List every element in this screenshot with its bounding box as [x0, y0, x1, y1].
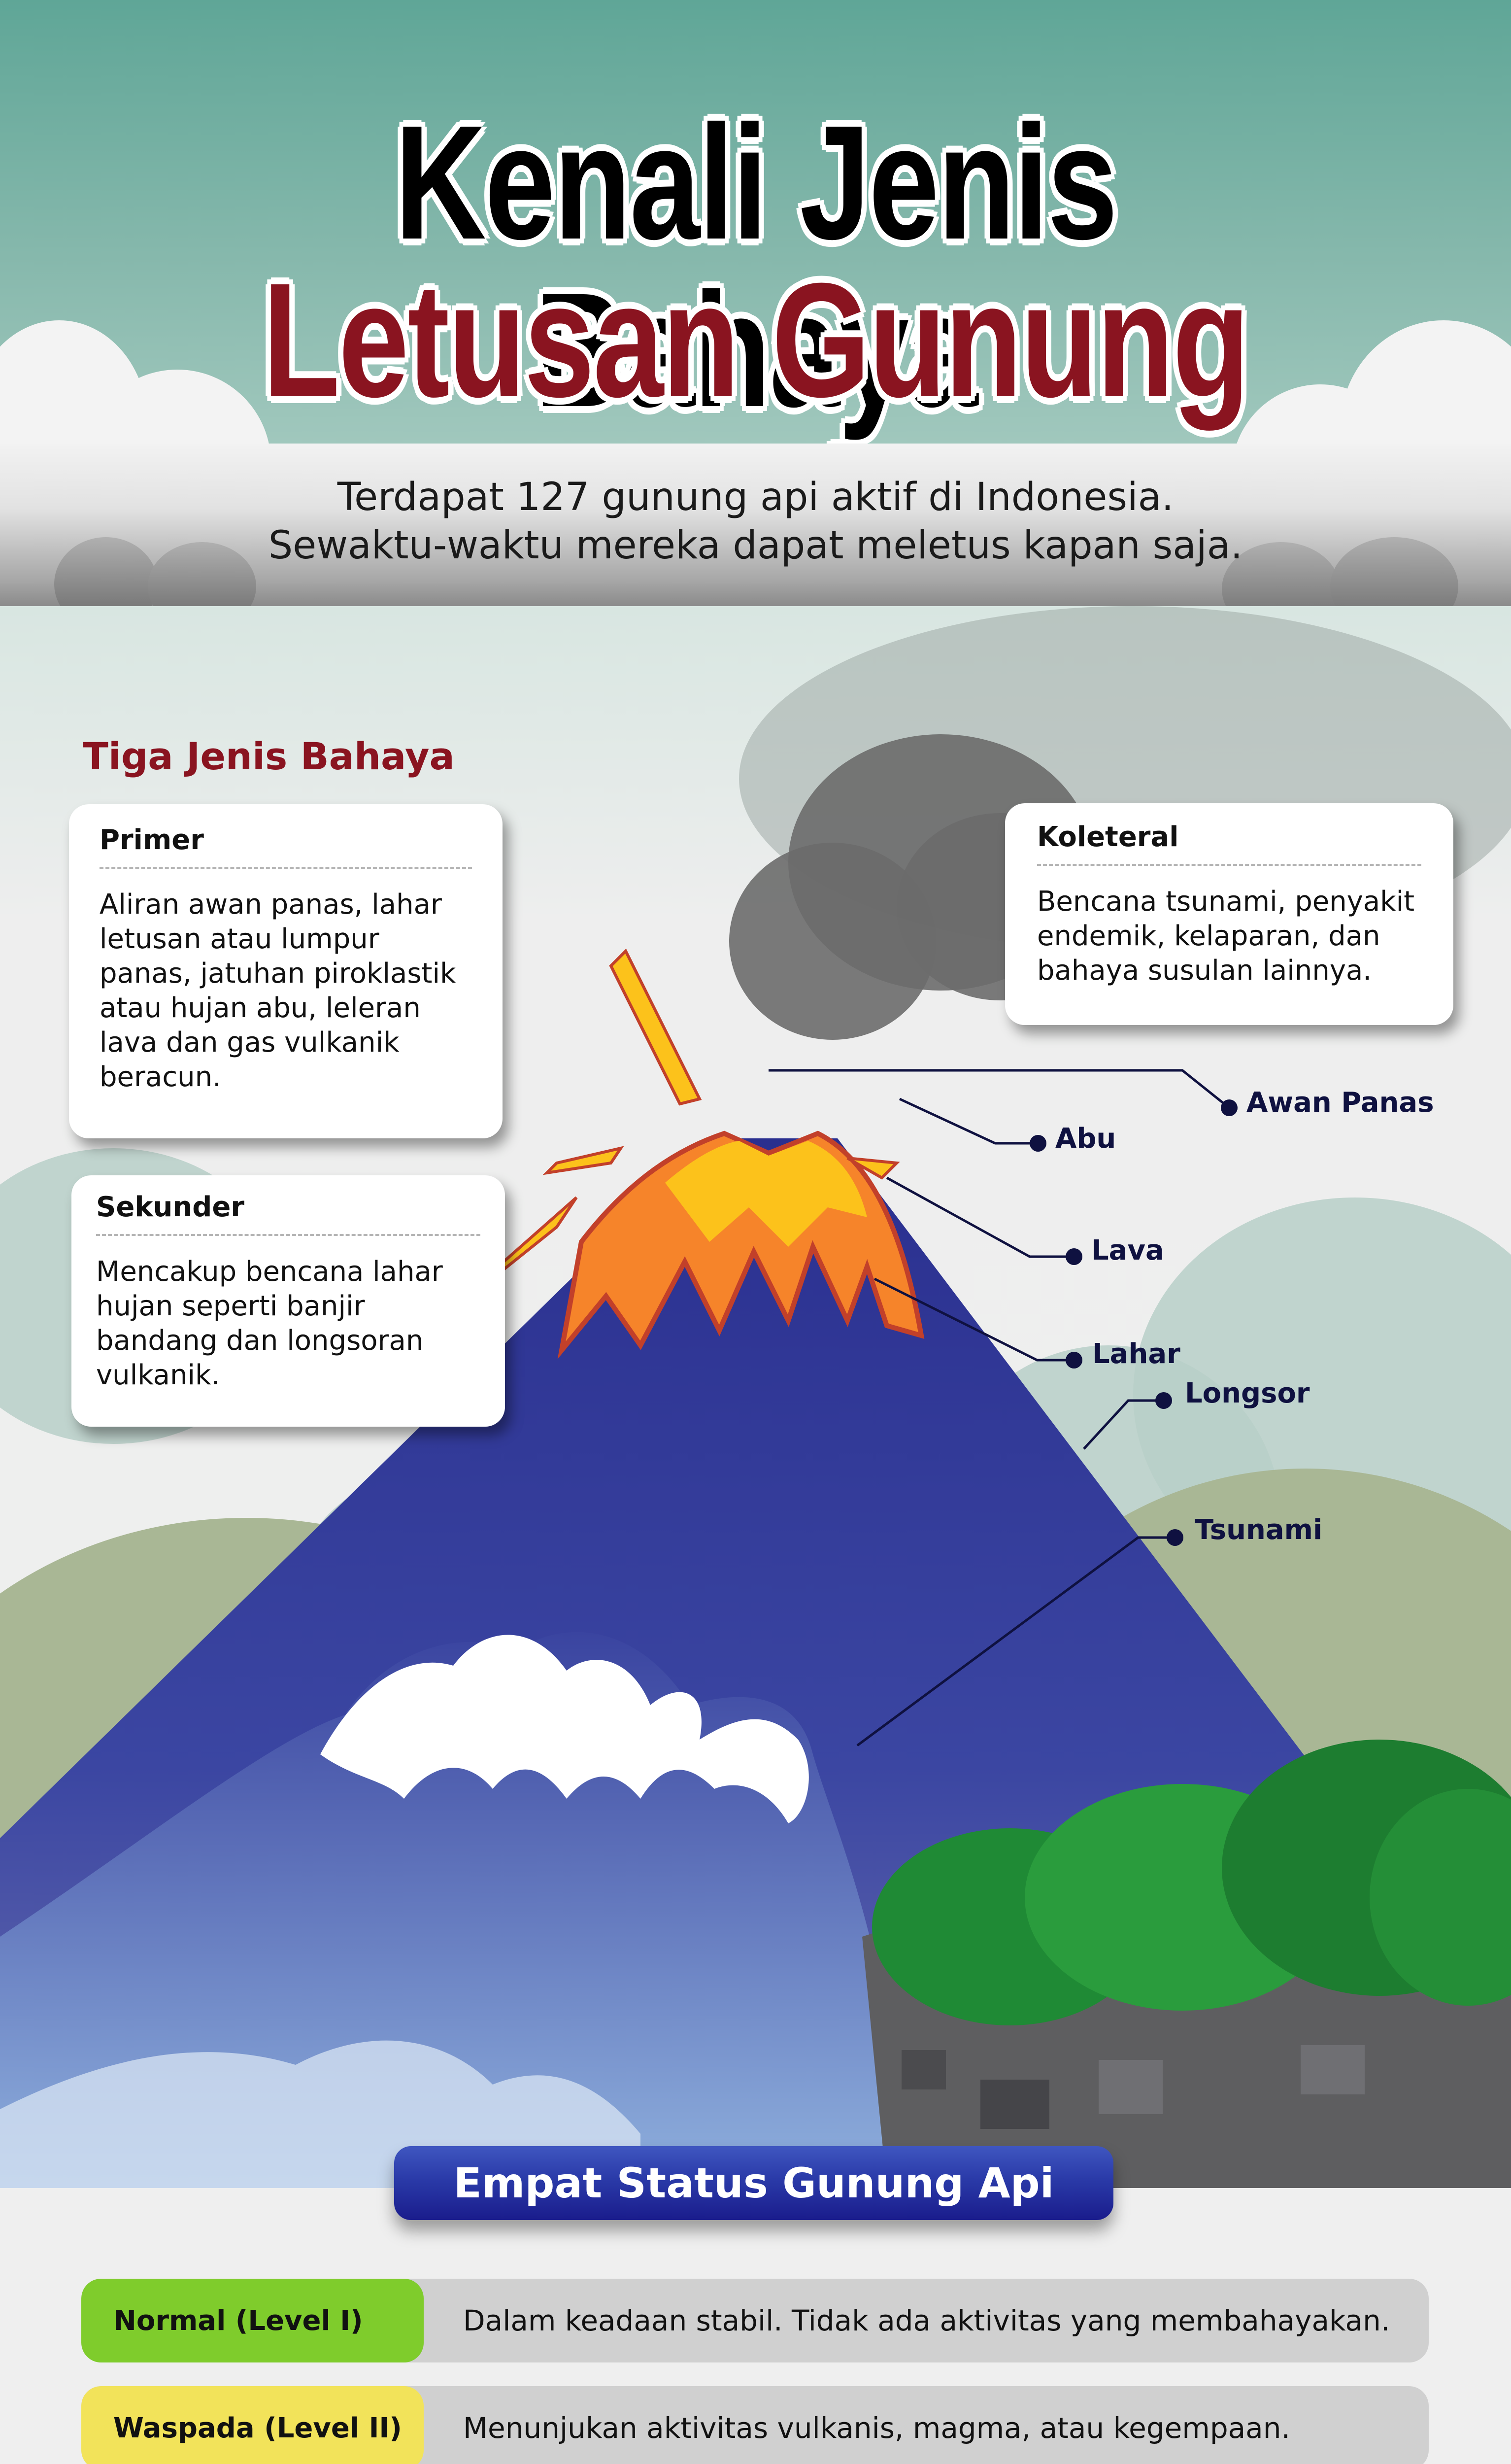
- callout-longsor: Longsor: [1185, 1377, 1310, 1409]
- callout-lahar: Lahar: [1092, 1338, 1180, 1370]
- callout-dot: [1155, 1392, 1172, 1409]
- status-badge: Waspada (Level II): [81, 2386, 424, 2464]
- subtitle: Terdapat 127 gunung api aktif di Indones…: [0, 473, 1511, 570]
- callout-dot: [1066, 1352, 1082, 1369]
- section-heading-status: Empat Status Gunung Api: [394, 2146, 1113, 2220]
- callout-dot: [1221, 1099, 1238, 1116]
- card-title: Sekunder: [96, 1191, 244, 1223]
- status-row-normal: Normal (Level I) Dalam keadaan stabil. T…: [81, 2279, 1429, 2362]
- callout-lava: Lava: [1091, 1234, 1164, 1266]
- callout-dot: [1066, 1248, 1082, 1265]
- subtitle-line1: Terdapat 127 gunung api aktif di Indones…: [337, 475, 1174, 519]
- card-body: Aliran awan panas, lahar letusan atau lu…: [100, 889, 456, 1093]
- status-badge: Normal (Level I): [81, 2279, 424, 2362]
- volcano-graphic: [0, 948, 1511, 2188]
- card-title: Primer: [100, 824, 204, 856]
- status-description: Dalam keadaan stabil. Tidak ada aktivita…: [463, 2304, 1390, 2337]
- subtitle-line2: Sewaktu-waktu mereka dapat meletus kapan…: [268, 523, 1243, 568]
- callout-dot: [1030, 1135, 1046, 1152]
- card-body: Bencana tsunami, penyakit endemik, kelap…: [1037, 886, 1415, 987]
- divider: [100, 867, 472, 869]
- status-row-waspada: Waspada (Level II) Menunjukan aktivitas …: [81, 2386, 1429, 2464]
- card-body: Mencakup bencana lahar hujan seperti ban…: [96, 1256, 443, 1391]
- section-heading-hazards: Tiga Jenis Bahaya: [83, 734, 455, 778]
- callout-awan-panas: Awan Panas: [1246, 1087, 1434, 1119]
- divider: [96, 1234, 480, 1236]
- card-title: Koleteral: [1037, 821, 1179, 853]
- hazard-card-sekunder: Sekunder Mencakup bencana lahar hujan se…: [71, 1175, 505, 1427]
- status-description: Menunjukan aktivitas vulkanis, magma, at…: [463, 2411, 1290, 2445]
- ash-plume: [729, 843, 936, 1040]
- callout-abu: Abu: [1055, 1123, 1116, 1155]
- hazard-card-primer: Primer Aliran awan panas, lahar letusan …: [69, 804, 503, 1138]
- hazard-card-koleteral: Koleteral Bencana tsunami, penyakit ende…: [1005, 803, 1453, 1025]
- divider: [1037, 864, 1421, 866]
- callout-tsunami: Tsunami: [1195, 1514, 1323, 1546]
- callout-dot: [1167, 1529, 1183, 1546]
- page-title-line1: Kenali Jenis Bahaya: [395, 91, 1118, 441]
